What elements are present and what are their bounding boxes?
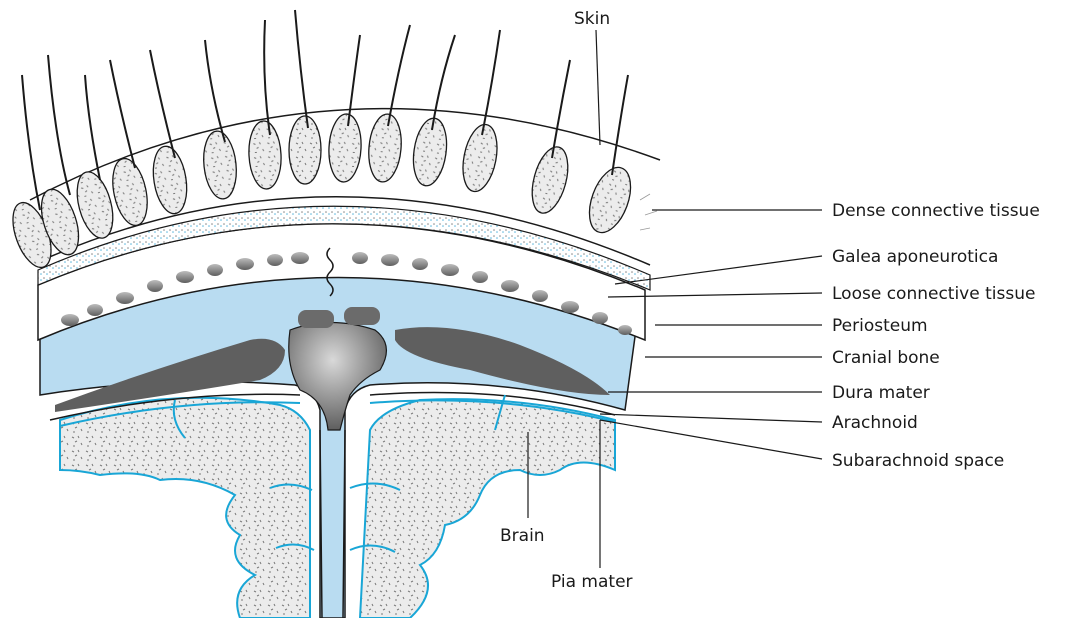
label-brain: Brain	[500, 526, 545, 546]
label-dense-connective-tissue: Dense connective tissue	[832, 201, 1040, 221]
label-pia-mater: Pia mater	[551, 572, 633, 592]
label-galea-aponeurotica: Galea aponeurotica	[832, 247, 998, 267]
label-dura-mater: Dura mater	[832, 383, 930, 403]
label-skin: Skin	[574, 9, 610, 29]
leader-galea	[615, 256, 822, 284]
label-periosteum: Periosteum	[832, 316, 928, 336]
brain-tissue	[60, 398, 310, 618]
sinus-top-left	[298, 310, 334, 328]
label-loose-connective-tissue: Loose connective tissue	[832, 284, 1035, 304]
leader-skin	[596, 30, 600, 145]
dense-connective-strokes	[640, 194, 657, 230]
sinus-top-right	[344, 307, 380, 325]
label-arachnoid: Arachnoid	[832, 413, 918, 433]
leader-subarachnoid	[600, 420, 822, 459]
leader-arachnoid	[600, 414, 822, 422]
label-subarachnoid-space: Subarachnoid space	[832, 451, 1004, 471]
label-cranial-bone: Cranial bone	[832, 348, 940, 368]
